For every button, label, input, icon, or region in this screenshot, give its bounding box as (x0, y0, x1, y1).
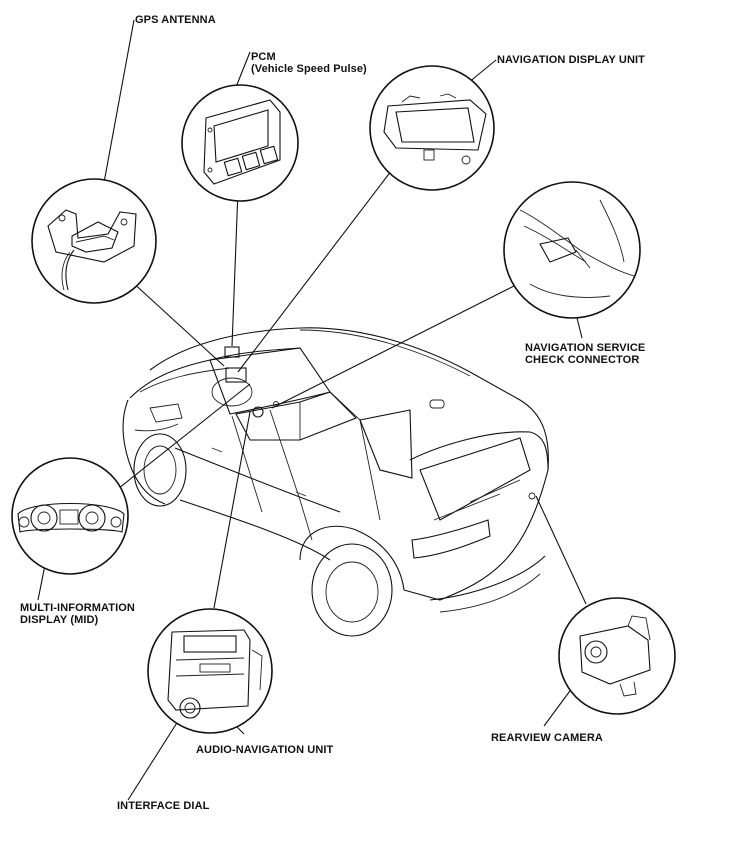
vehicle-illustration (122, 327, 549, 637)
label-mid-line1: MULTI-INFORMATION (20, 602, 135, 614)
label-navigation-display-unit: NAVIGATION DISPLAY UNIT (497, 54, 645, 66)
audio-navigation-inset (147, 608, 273, 734)
pcm-inset (181, 84, 299, 202)
label-navigation-service-line2: CHECK CONNECTOR (525, 354, 640, 366)
nav-service-connector-inset (503, 181, 641, 319)
leader-lines (37, 19, 587, 801)
label-navigation-service-line1: NAVIGATION SERVICE (525, 342, 646, 354)
label-pcm: PCM (251, 51, 276, 63)
rearview-camera-inset (558, 597, 676, 715)
label-mid-line2: DISPLAY (MID) (20, 614, 99, 626)
mid-inset (11, 457, 129, 575)
label-interface-dial: INTERFACE DIAL (117, 800, 210, 812)
label-gps-antenna: GPS ANTENNA (135, 14, 216, 26)
label-audio-navigation-unit: AUDIO-NAVIGATION UNIT (196, 744, 334, 756)
label-rearview-camera: REARVIEW CAMERA (491, 732, 603, 744)
label-pcm-subtitle: (Vehicle Speed Pulse) (251, 63, 367, 75)
navigation-display-inset (369, 65, 495, 191)
gps-antenna-inset (31, 178, 157, 304)
